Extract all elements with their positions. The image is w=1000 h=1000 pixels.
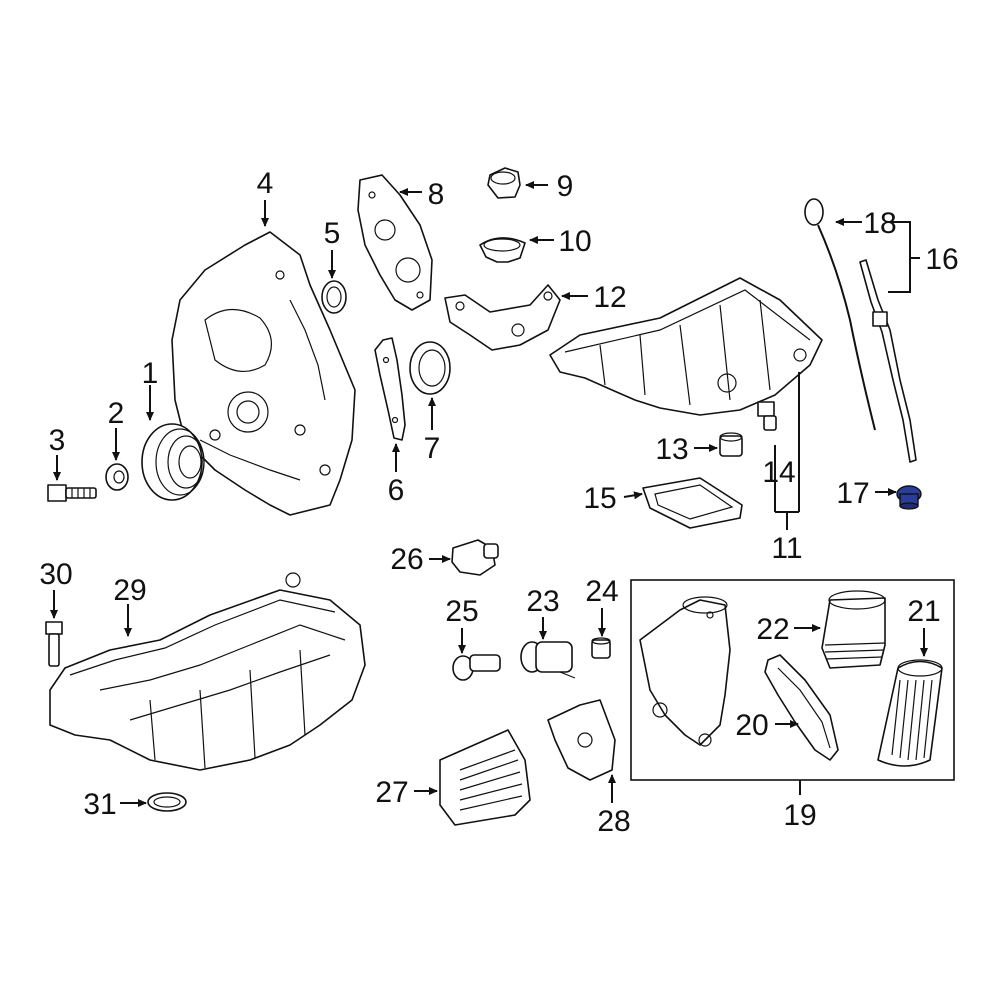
washer-part[interactable] bbox=[105, 463, 129, 491]
callout-8: 8 bbox=[428, 178, 445, 211]
callout-23: 23 bbox=[526, 585, 559, 618]
callout-24: 24 bbox=[585, 575, 618, 608]
oil-filter-housing-box bbox=[630, 579, 955, 781]
callout-13: 13 bbox=[655, 433, 688, 466]
grommet-part[interactable] bbox=[896, 485, 922, 510]
filter-element-part[interactable] bbox=[877, 659, 943, 767]
callout-15: 15 bbox=[583, 482, 616, 515]
callout-26: 26 bbox=[390, 543, 423, 576]
oil-cooler-part[interactable] bbox=[439, 729, 531, 826]
filter-cap-part[interactable] bbox=[821, 590, 886, 669]
callout-5: 5 bbox=[324, 217, 341, 250]
callout-9: 9 bbox=[557, 170, 574, 203]
callout-19: 19 bbox=[783, 799, 816, 832]
cover-plate-part[interactable] bbox=[357, 174, 433, 311]
intake-manifold-part[interactable] bbox=[49, 572, 366, 771]
callout-27: 27 bbox=[375, 776, 408, 809]
callout-6: 6 bbox=[388, 474, 405, 507]
filler-neck-part[interactable] bbox=[479, 237, 526, 263]
plug-part[interactable] bbox=[591, 637, 611, 659]
callout-17: 17 bbox=[836, 477, 869, 510]
dipstick-tube-part[interactable] bbox=[859, 259, 917, 463]
callout-10: 10 bbox=[558, 225, 591, 258]
oil-filler-cap-part[interactable] bbox=[487, 167, 521, 199]
cooler-bracket-part[interactable] bbox=[547, 699, 616, 781]
callout-29: 29 bbox=[113, 574, 146, 607]
seal-ring-part[interactable] bbox=[321, 280, 347, 314]
callout-16: 16 bbox=[925, 243, 958, 276]
callout-4: 4 bbox=[257, 167, 274, 200]
oil-filter-housing-part[interactable] bbox=[639, 596, 731, 747]
callout-3: 3 bbox=[49, 424, 66, 457]
callout-14: 14 bbox=[762, 456, 795, 489]
leader-lines bbox=[50, 181, 928, 807]
callout-31: 31 bbox=[83, 788, 116, 821]
callout-28: 28 bbox=[597, 805, 630, 838]
oil-seal-part[interactable] bbox=[409, 341, 451, 395]
sensor-part[interactable] bbox=[451, 539, 499, 576]
oil-pan-part[interactable] bbox=[549, 277, 823, 416]
callout-30: 30 bbox=[39, 558, 72, 591]
solenoid-part[interactable] bbox=[520, 641, 576, 679]
callout-20: 20 bbox=[735, 709, 768, 742]
crankshaft-pulley-part[interactable] bbox=[141, 423, 205, 501]
pan-gasket-part[interactable] bbox=[642, 477, 743, 529]
drain-plug-part[interactable] bbox=[719, 432, 743, 457]
manifold-bolt-part[interactable] bbox=[45, 621, 63, 667]
callout-21: 21 bbox=[907, 595, 940, 628]
bracket-part[interactable] bbox=[444, 284, 561, 351]
dipstick-part[interactable] bbox=[804, 198, 876, 431]
filter-gasket-part[interactable] bbox=[764, 654, 839, 761]
callout-25: 25 bbox=[445, 595, 478, 628]
callout-1: 1 bbox=[142, 357, 159, 390]
callout-2: 2 bbox=[108, 397, 125, 430]
drain-bolt-part[interactable] bbox=[757, 401, 777, 431]
callout-18: 18 bbox=[863, 207, 896, 240]
callout-22: 22 bbox=[756, 613, 789, 646]
bolt-part[interactable] bbox=[47, 484, 97, 502]
gasket-part[interactable] bbox=[374, 337, 406, 441]
callout-11: 11 bbox=[771, 532, 802, 565]
callout-12: 12 bbox=[593, 281, 626, 314]
manifold-gasket-part[interactable] bbox=[147, 792, 187, 812]
valve-part[interactable] bbox=[452, 654, 501, 681]
callout-7: 7 bbox=[424, 432, 441, 465]
callout-labels: 1 2 3 4 5 6 7 8 9 10 11 12 13 14 15 16 1… bbox=[39, 167, 958, 838]
